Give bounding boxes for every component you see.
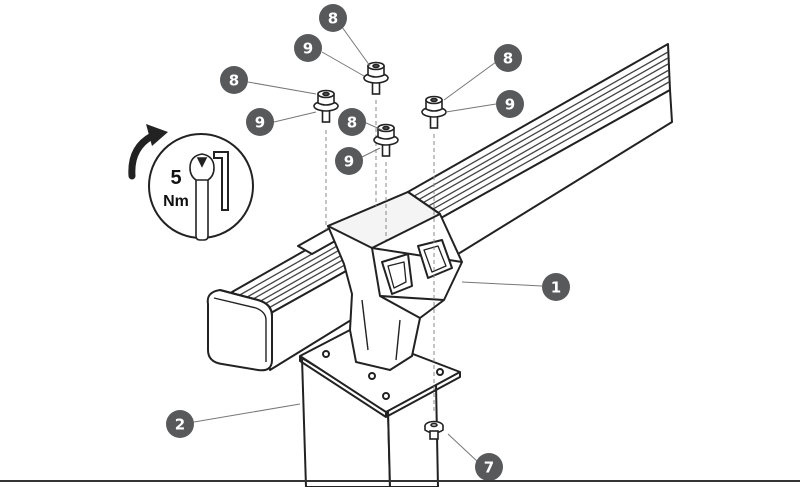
end-cap: [206, 289, 273, 372]
callout-1-label: 1: [551, 279, 561, 297]
page-bottom-rule: [0, 480, 800, 482]
callout-9-top-label: 9: [303, 40, 313, 58]
callout-8-left: 8: [220, 66, 248, 94]
callout-8-right: 8: [494, 44, 522, 72]
torque-value: 5: [170, 167, 181, 189]
callout-9-middle-label: 9: [344, 153, 354, 171]
torque-badge: 5 Nm: [128, 124, 254, 241]
allen-key-icon: [213, 151, 229, 211]
leader-lines: [193, 26, 543, 463]
screw: [424, 420, 444, 440]
callout-7-label: 7: [484, 459, 494, 477]
roof-bar: [231, 43, 673, 371]
mounting-plate: [299, 329, 461, 418]
callout-9-top: 9: [294, 34, 322, 62]
callout-9-right: 9: [496, 90, 524, 118]
callout-1: 1: [542, 273, 570, 301]
flange-bolt: [363, 61, 389, 95]
bolt-group: [313, 61, 447, 157]
callout-2-label: 2: [175, 416, 185, 434]
callout-8-middle: 8: [338, 108, 366, 136]
flange-bolt: [421, 95, 447, 129]
callout-8-left-label: 8: [229, 72, 239, 90]
callout-9-right-label: 9: [505, 96, 515, 114]
callout-9-middle: 9: [335, 147, 363, 175]
alignment-lines: [325, 100, 435, 414]
foot-bracket: [297, 191, 463, 371]
flange-bolt: [373, 123, 399, 157]
callout-9-left: 9: [246, 108, 274, 136]
clockwise-arrow-icon: [128, 124, 168, 180]
callout-8-top: 8: [319, 4, 347, 32]
callout-8-middle-label: 8: [347, 114, 357, 132]
flange-bolt: [313, 89, 339, 123]
callout-2: 2: [166, 410, 194, 438]
callout-8-right-label: 8: [503, 50, 513, 68]
callout-7: 7: [475, 453, 503, 481]
wrench-icon: [189, 153, 215, 241]
torque-unit: Nm: [163, 193, 189, 210]
callout-8-top-label: 8: [328, 10, 338, 28]
callout-9-left-label: 9: [255, 114, 265, 132]
